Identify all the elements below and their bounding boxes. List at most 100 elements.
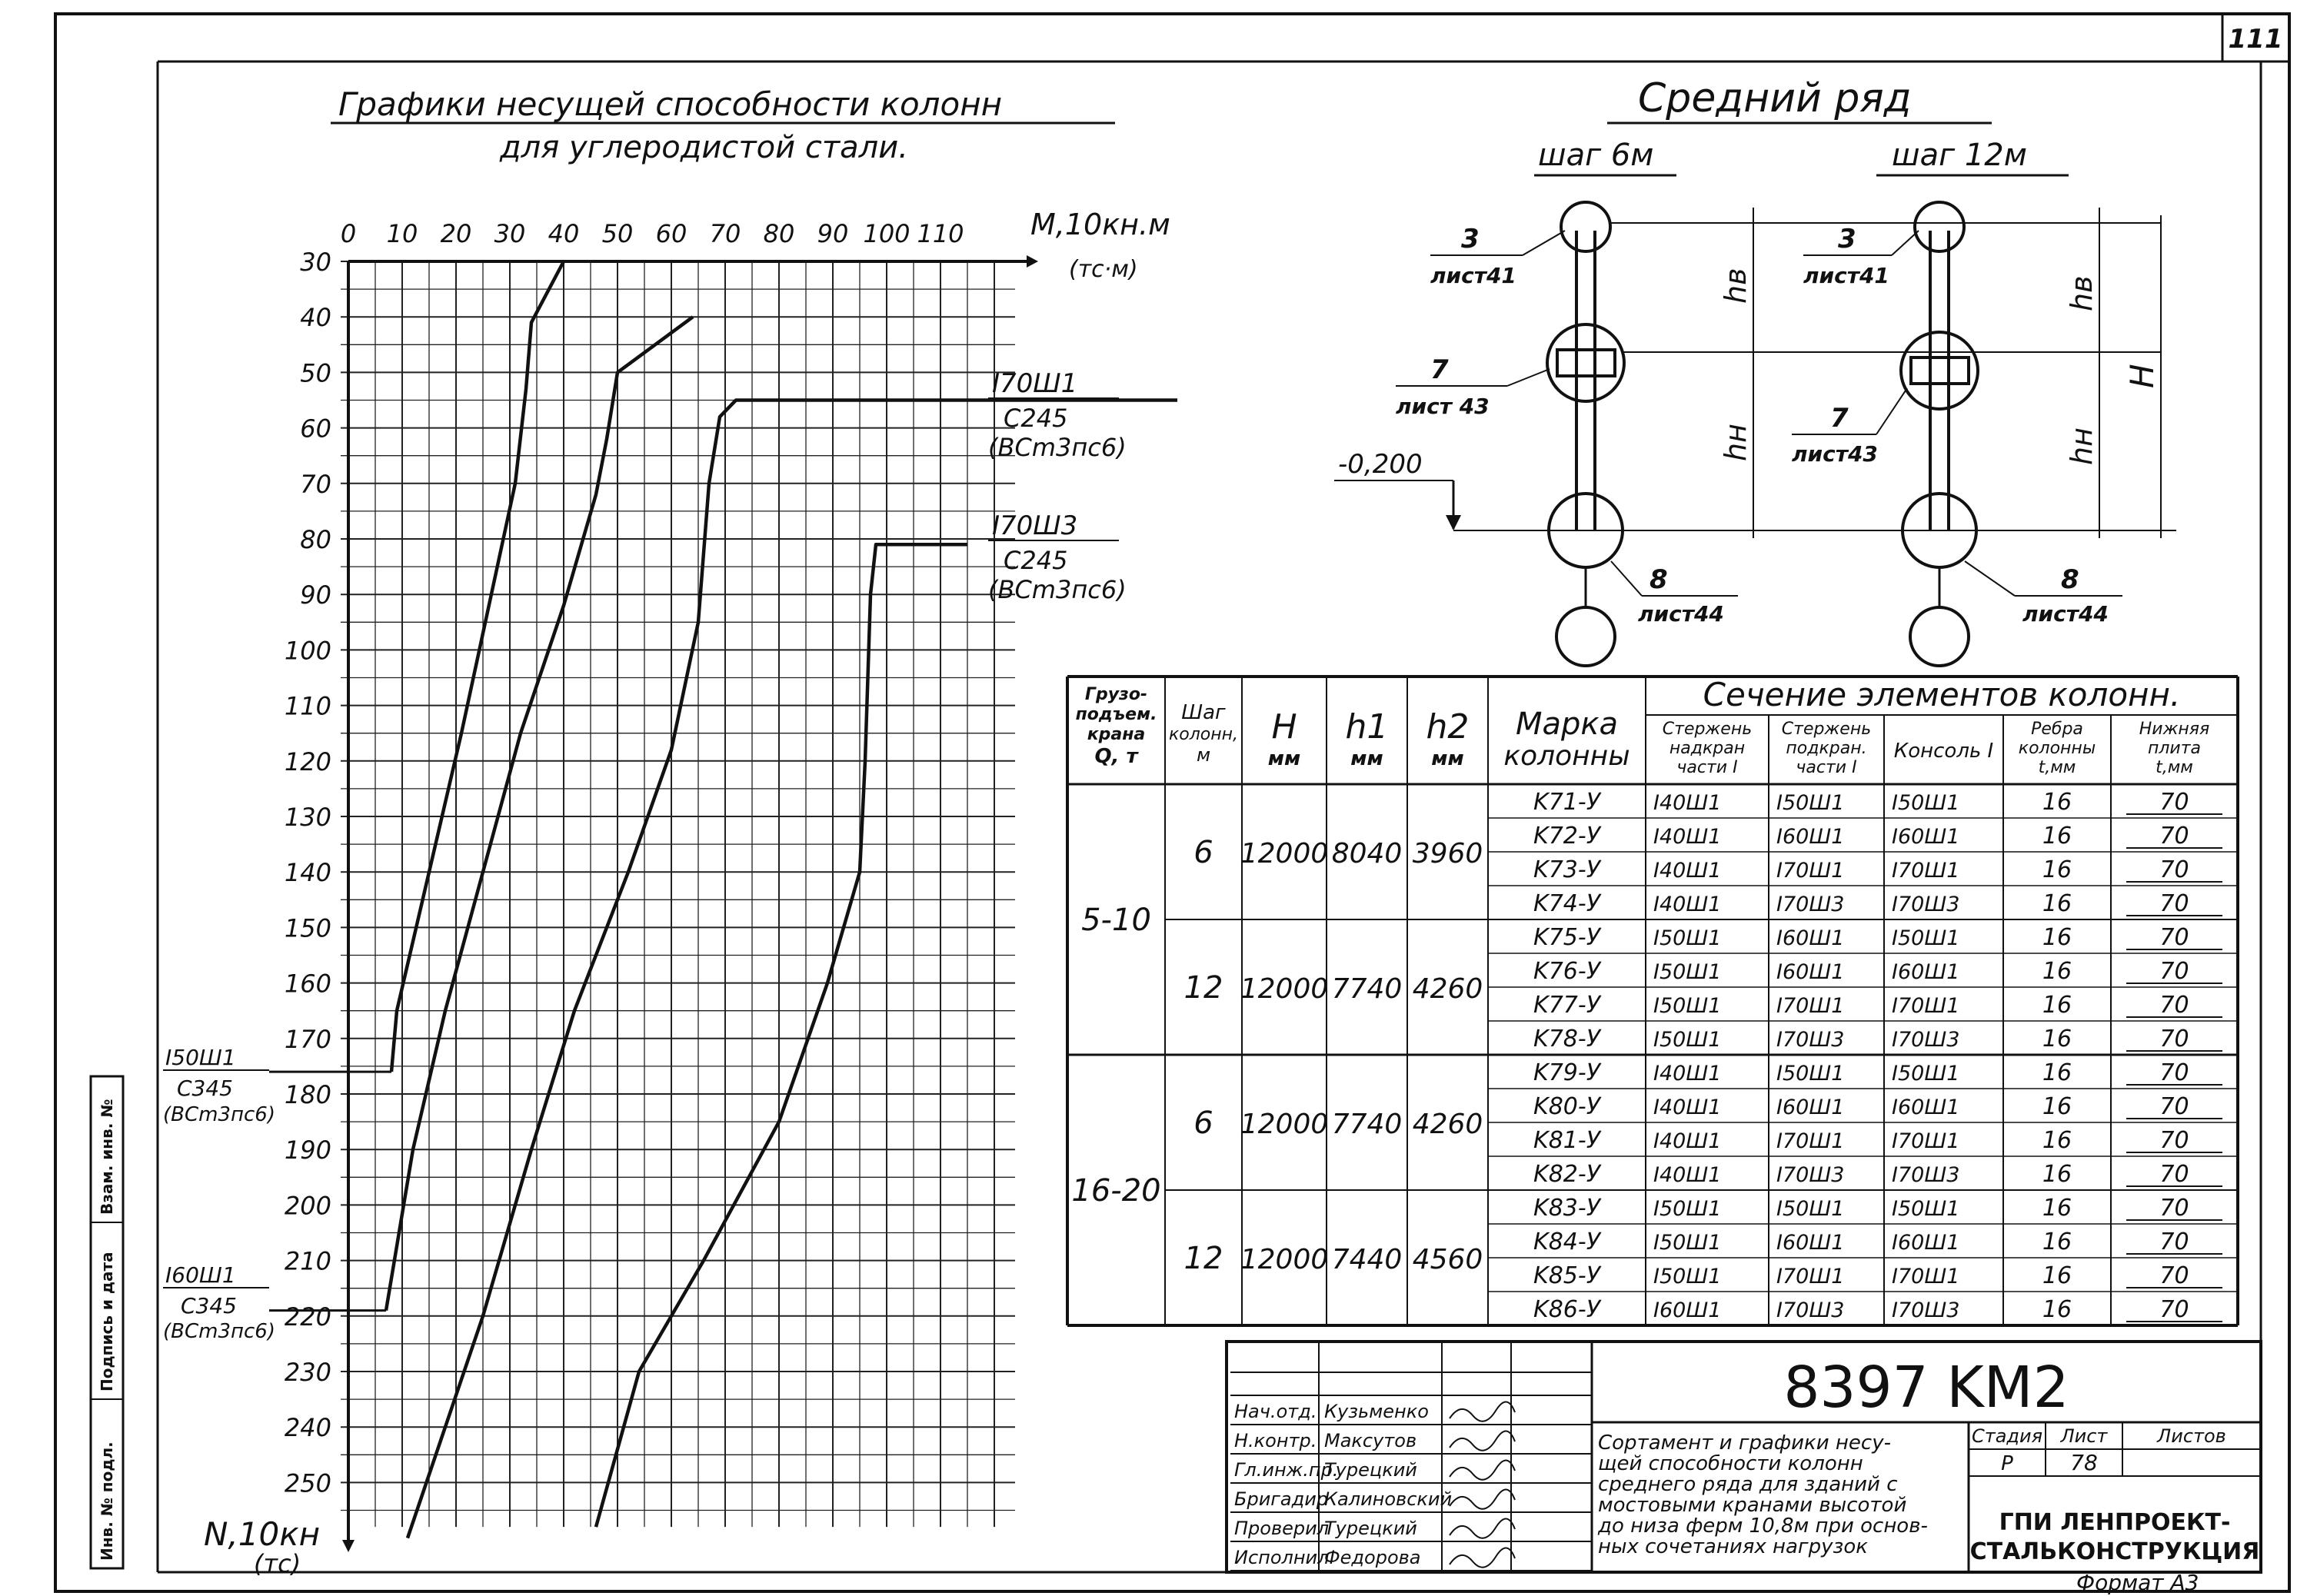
- y-tick-150: 150: [285, 913, 331, 943]
- plate-thickness: 70: [2159, 856, 2189, 883]
- callout-right-3-num: 3: [1838, 224, 1856, 254]
- H-1-1: 12000: [1240, 1244, 1329, 1275]
- y-tick-labels: 3040506070809010011012013014015016017018…: [285, 248, 331, 1498]
- outer-frame: [54, 12, 2291, 1593]
- console-section: I70Ш3: [1892, 893, 1959, 916]
- lower-section: I50Ш1: [1776, 1062, 1844, 1086]
- curve-3: [594, 542, 967, 1528]
- dim-h1-right: hн: [2065, 427, 2099, 465]
- description-line-4: до низа ферм 10,8м при основ-: [1597, 1515, 1928, 1538]
- staff-role: Проверил: [1234, 1518, 1329, 1539]
- column-mark: K79-У: [1533, 1059, 1602, 1086]
- hdr-crane-2: подъем.: [1076, 705, 1157, 724]
- plate-thickness: 70: [2159, 1026, 2189, 1052]
- hdr-crane-3: крана: [1087, 725, 1146, 744]
- y-tick-90: 90: [300, 580, 331, 610]
- x-tick-0: 0: [341, 219, 356, 248]
- signature-icon: [1449, 1488, 1516, 1510]
- rib-thickness: 16: [2042, 1195, 2072, 1222]
- stage-label: Стадия: [1972, 1425, 2042, 1447]
- lower-section: I50Ш1: [1776, 1197, 1844, 1221]
- hdr-section-group: Сечение элементов колонн.: [1703, 676, 2181, 713]
- h2-1-1: 4560: [1413, 1244, 1483, 1275]
- lower-section: I60Ш1: [1776, 926, 1844, 950]
- rib-thickness: 16: [2042, 789, 2072, 816]
- upper-section: I50Ш1: [1653, 1231, 1721, 1255]
- signature-icon: [1449, 1430, 1516, 1451]
- callout-right-8-num: 8: [2061, 564, 2079, 595]
- callout-left-8-num: 8: [1650, 564, 1668, 595]
- console-section: I60Ш1: [1892, 960, 1959, 984]
- H-0-0: 12000: [1240, 838, 1329, 869]
- plate-thickness: 70: [2159, 890, 2189, 917]
- description-line-3: мостовыми кранами высотой: [1598, 1494, 1906, 1517]
- x-tick-70: 70: [710, 219, 741, 248]
- upper-section: I50Ш1: [1653, 994, 1721, 1018]
- column-mark: K78-У: [1533, 1026, 1602, 1052]
- hdr-plate-3: t,мм: [2156, 758, 2193, 777]
- sheet-label: Лист: [2060, 1425, 2109, 1447]
- org-line2: СТАЛЬКОНСТРУКЦИЯ: [1970, 1538, 2260, 1565]
- y-axis-unit: (тс): [254, 1549, 301, 1578]
- y-tick-230: 230: [285, 1358, 331, 1387]
- lower-section: I50Ш1: [1776, 791, 1844, 815]
- h2-1-0: 4260: [1413, 1109, 1483, 1140]
- svg-text:I70Ш1: I70Ш1: [992, 368, 1077, 399]
- plate-thickness: 70: [2159, 958, 2189, 985]
- description-line-2: среднего ряда для зданий с: [1598, 1473, 1898, 1496]
- callout-right-3-sheet: лист41: [1803, 263, 1889, 288]
- plate-thickness: 70: [2159, 1229, 2189, 1255]
- y-tick-40: 40: [300, 303, 331, 332]
- side-stamp: Инв. № подл. Подпись и дата Взам. инв. №: [89, 1075, 125, 1570]
- h2-0-1: 4260: [1413, 973, 1483, 1005]
- diagram-left-label: шаг 6м: [1538, 138, 1653, 173]
- y-tick-240: 240: [285, 1413, 331, 1442]
- hdr-h1-2: мм: [1350, 747, 1383, 770]
- column-mark: K77-У: [1533, 992, 1602, 1019]
- rib-thickness: 16: [2042, 823, 2072, 850]
- console-section: I70Ш1: [1892, 1129, 1959, 1153]
- dim-h2-right: hв: [2065, 276, 2099, 311]
- console-section: I70Ш1: [1892, 859, 1959, 883]
- console-section: I70Ш1: [1892, 994, 1959, 1018]
- curve-label-i60sh1: I60Ш1 C345 (BCm3пс6): [163, 1262, 275, 1343]
- doc-code: 8397 KM2: [1783, 1355, 2069, 1421]
- description-line-5: ных сочетаниях нагрузок: [1598, 1535, 1868, 1558]
- description-line-0: Сортамент и графики несу-: [1598, 1431, 1891, 1455]
- plate-thickness: 70: [2159, 1161, 2189, 1188]
- bearing-capacity-chart: Графики несущей способности колонн для у…: [163, 85, 1177, 1578]
- drawing-description: Сортамент и графики несу-щей способности…: [1597, 1431, 1928, 1558]
- staff-signatures: Нач.отд.КузьменкоН.контр.МаксутовГл.инж.…: [1230, 1401, 1592, 1571]
- capacity-curves: [269, 260, 1177, 1539]
- curve-2: [405, 398, 1177, 1539]
- staff-role: Н.контр.: [1234, 1430, 1317, 1451]
- svg-text:C345: C345: [177, 1076, 233, 1101]
- hdr-h1-1: h1: [1346, 707, 1389, 746]
- h2-0-0: 3960: [1413, 838, 1483, 869]
- plate-thickness: 70: [2159, 1262, 2189, 1289]
- column-mark: K73-У: [1533, 856, 1602, 883]
- upper-section: I50Ш1: [1653, 1265, 1721, 1288]
- callout-left-3-num: 3: [1461, 224, 1480, 254]
- y-tick-130: 130: [285, 803, 331, 832]
- lower-section: I70Ш1: [1776, 859, 1844, 883]
- svg-text:C245: C245: [1004, 404, 1067, 433]
- lower-section: I60Ш1: [1776, 960, 1844, 984]
- console-section: I60Ш1: [1892, 1231, 1959, 1255]
- hdr-step-1: Шаг: [1181, 701, 1226, 724]
- x-tick-50: 50: [602, 219, 634, 248]
- hdr-upper-3: части I: [1676, 758, 1737, 777]
- dim-H: H: [2123, 364, 2161, 388]
- y-tick-210: 210: [285, 1247, 331, 1276]
- hdr-crane-4: Q, т: [1094, 745, 1139, 768]
- staff-role: Гл.инж.пр.: [1234, 1459, 1338, 1481]
- signature-icon: [1449, 1459, 1516, 1481]
- console-section: I50Ш1: [1892, 1197, 1959, 1221]
